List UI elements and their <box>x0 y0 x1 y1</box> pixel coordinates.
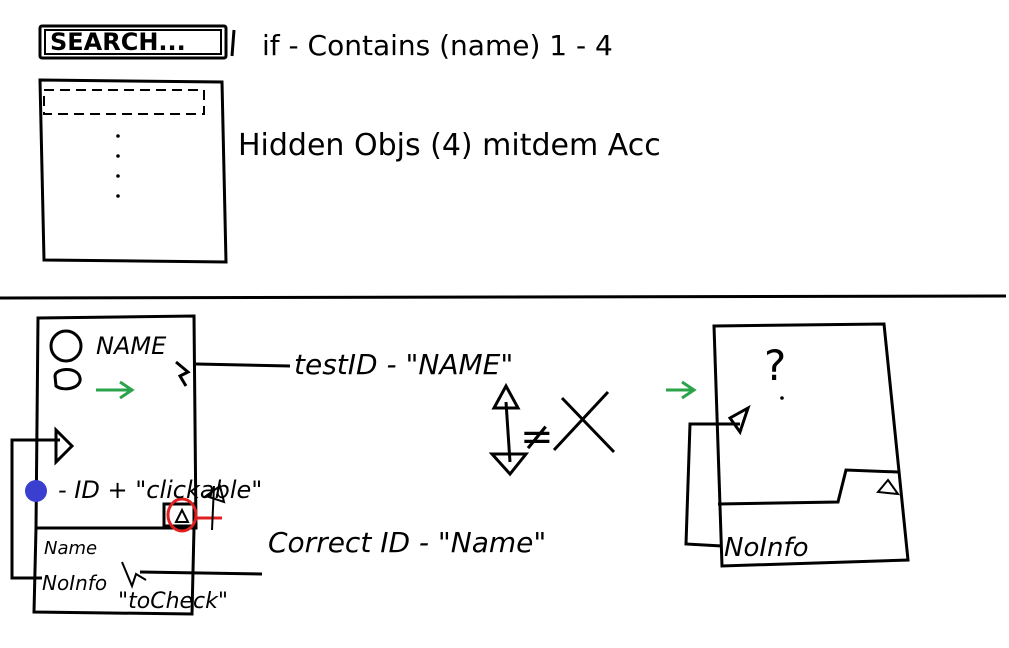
cursor-icon-2 <box>121 561 147 589</box>
list-box <box>38 78 228 264</box>
right-no-info: NoInfo <box>724 533 809 563</box>
sub-name-label: Name <box>44 538 97 559</box>
to-check-label: "toCheck" <box>118 589 228 614</box>
cursor-bar <box>230 29 236 57</box>
name-label: NAME <box>96 332 167 360</box>
left-no-info: NoInfo <box>42 571 107 595</box>
red-highlight-circle <box>166 497 198 533</box>
arrow-icon-right <box>727 404 751 436</box>
cursor-icon <box>175 360 191 387</box>
mismatch-symbol: ≠ <box>488 382 616 477</box>
search-label: SEARCH... <box>50 28 186 56</box>
id-clickable-label: - ID + "clickable" <box>58 476 262 504</box>
section-divider <box>0 294 1007 300</box>
blue-dot <box>25 480 47 502</box>
question-mark: ? <box>764 341 786 390</box>
small-button <box>162 502 196 528</box>
condition-text: if - Contains (name) 1 - 4 <box>262 29 613 62</box>
arrow-icon <box>54 426 75 466</box>
arrow-up-icon <box>491 382 521 410</box>
x-mark-a <box>560 396 616 454</box>
triangle-icon-right <box>876 478 901 496</box>
left-card: NAME Name NoInfo "toCheck" <box>10 314 263 616</box>
correct-id-label: Correct ID - "Name" <box>268 526 546 559</box>
triangle-icon <box>174 507 190 523</box>
not-equal-sign: ≠ <box>520 414 554 460</box>
circle-icon <box>49 329 83 363</box>
arrow-down-icon <box>488 452 530 477</box>
bracket-line <box>10 438 60 580</box>
green-arrow-left <box>96 380 135 400</box>
bubble-icon <box>53 368 82 391</box>
hidden-objects-note: Hidden Objs (4) mitdem Acc <box>238 128 661 163</box>
x-mark-b <box>552 390 610 452</box>
test-id-label: testID - "NAME" <box>294 348 513 381</box>
right-card: ? NoInfo <box>684 322 910 568</box>
search-box: SEARCH... <box>38 24 236 60</box>
right-bracket-line <box>684 422 740 548</box>
dashed-list-item <box>43 89 205 115</box>
green-arrow-right <box>666 380 697 400</box>
